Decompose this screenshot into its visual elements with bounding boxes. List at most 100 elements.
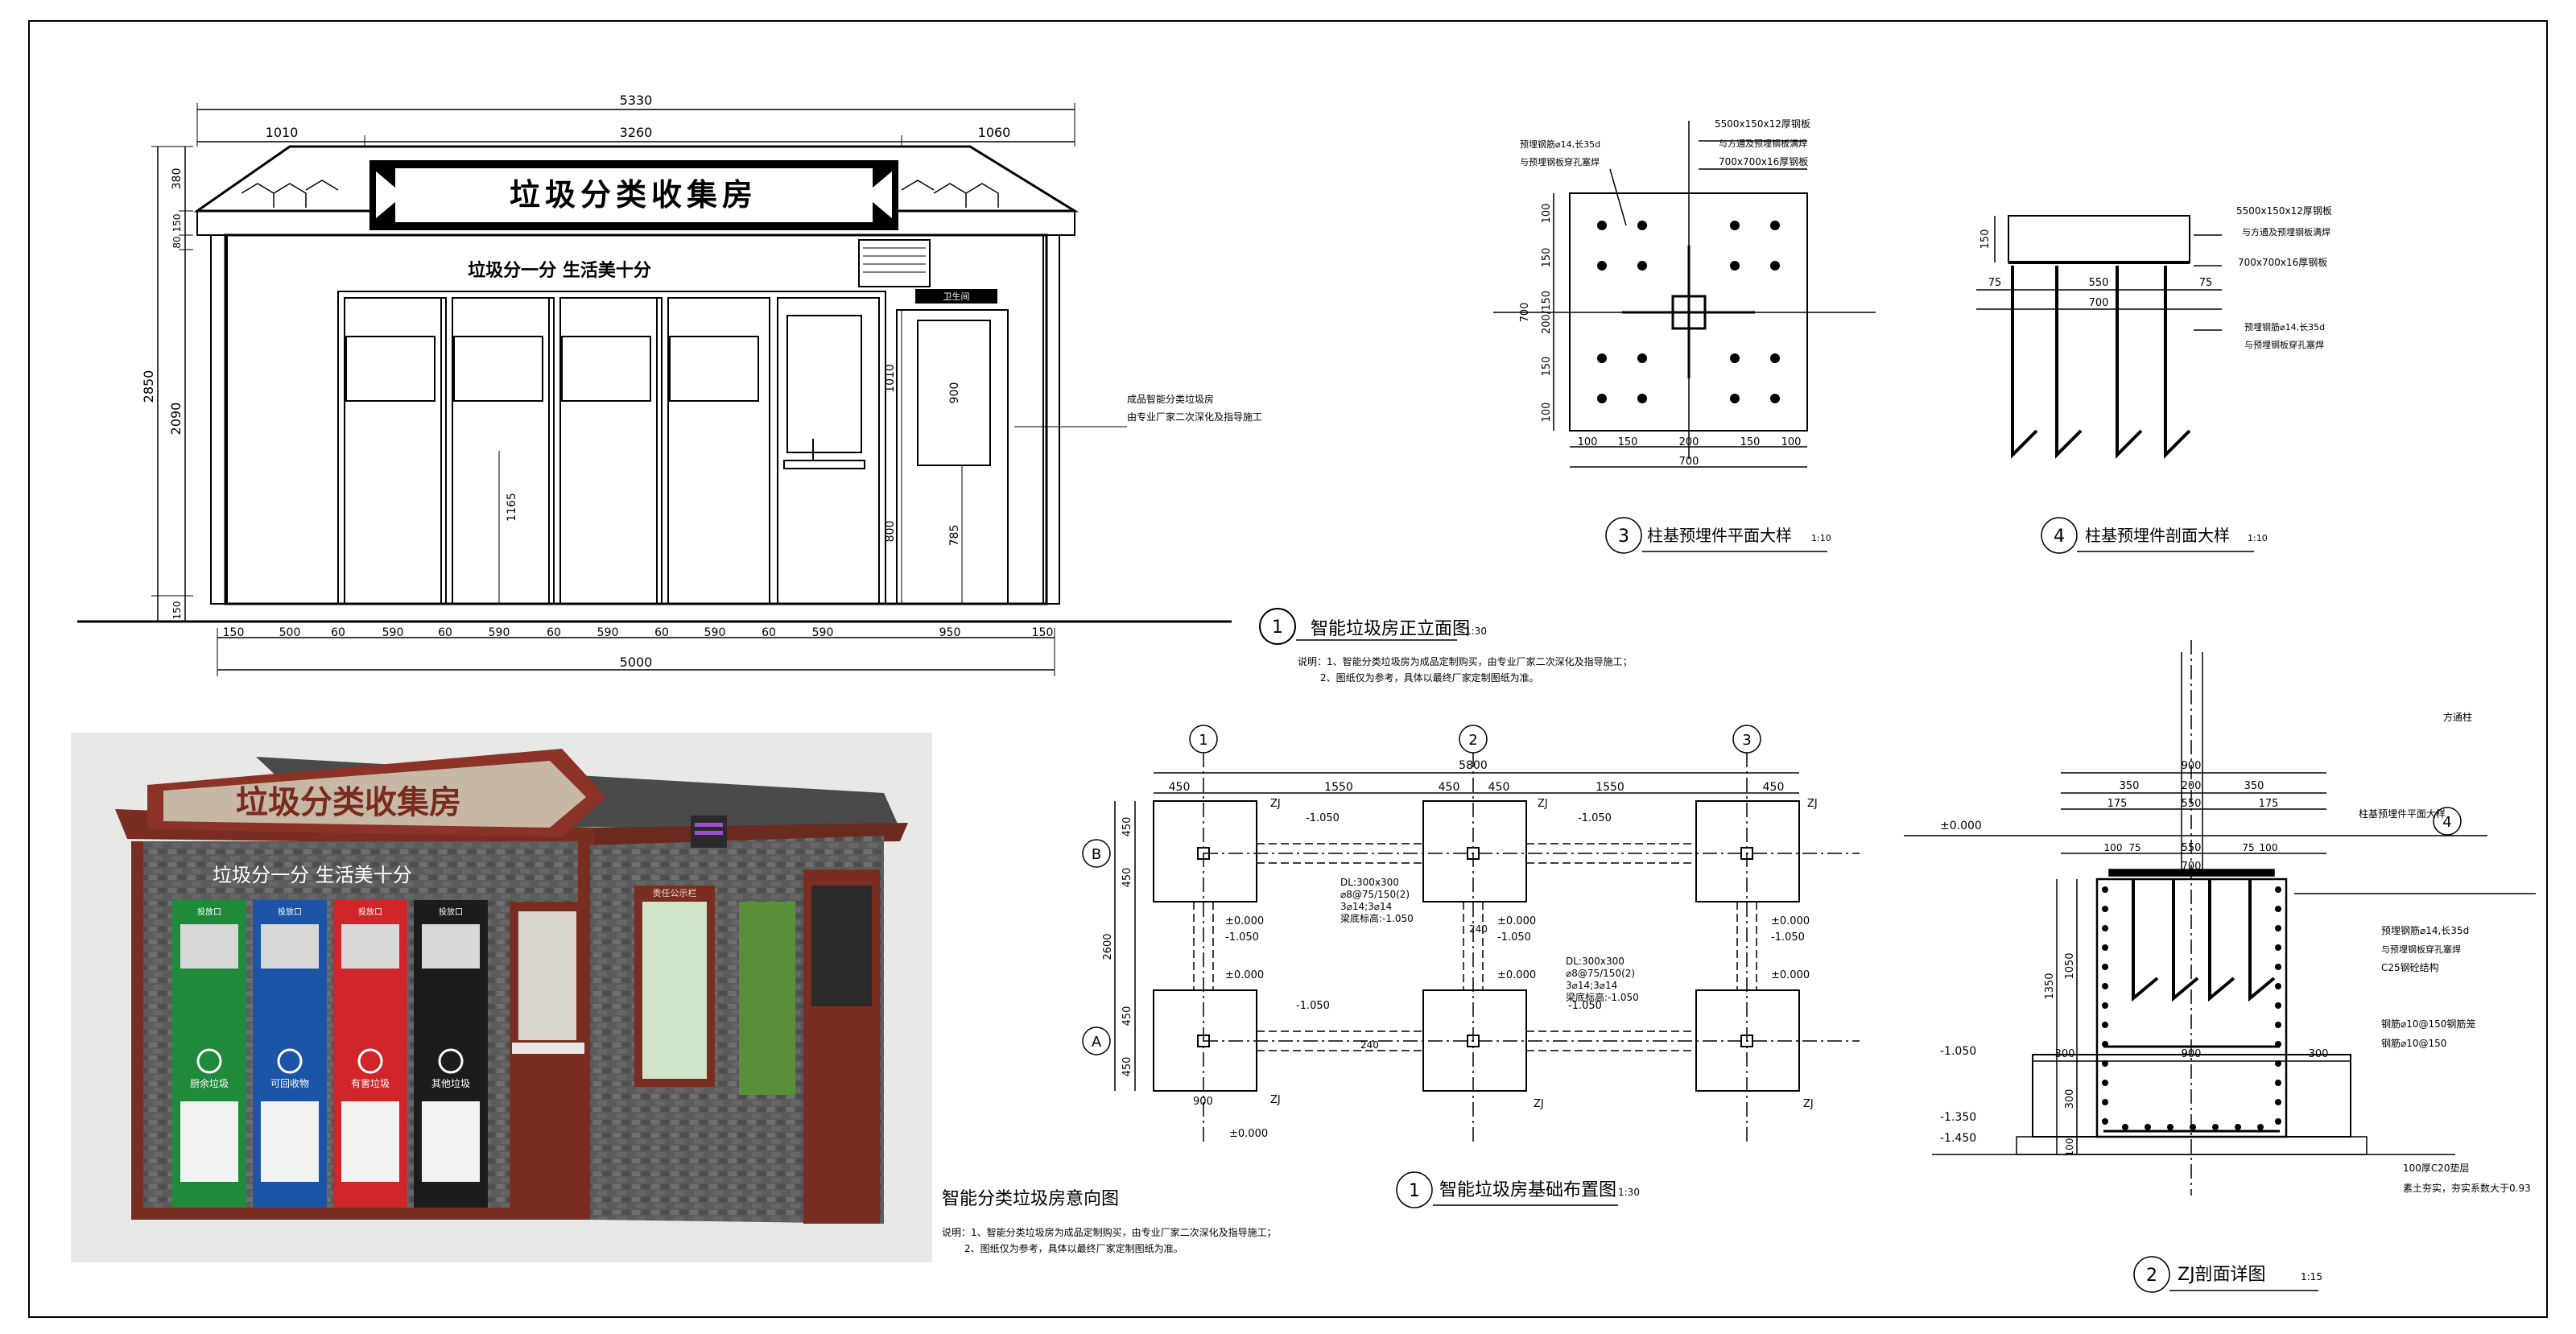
elevation-texts: 垃圾分类收集房 垃圾分一分 生活美十分 5330 1010 3260 1060 … xyxy=(141,93,1633,684)
dim-bottom-1: 500 xyxy=(279,626,301,639)
zj-dim-top-5: 550 xyxy=(2182,798,2202,810)
render-sign-title: 垃圾分类收集房 xyxy=(236,784,461,821)
render-bin-label: 可回收物 xyxy=(270,1078,309,1089)
zj-label-cushion: 100厚C20垫层 xyxy=(2403,1162,2470,1174)
zj-detail-drawing xyxy=(1904,640,2536,1293)
rebar-dot xyxy=(1770,353,1780,363)
rebar-dot xyxy=(1597,261,1607,271)
elevation-caption-scale: 1:30 xyxy=(1465,626,1487,637)
section-label-top-plate-note: 与方通及预埋钢板满焊 xyxy=(2242,226,2330,237)
section-dim-h: 150 xyxy=(1979,229,1992,250)
fdn-level-9: ±0.000 xyxy=(1771,915,1810,927)
plan-label-bar: 预埋钢筋⌀14,长35d xyxy=(1520,138,1600,150)
fdn-dim-top-3: 450 xyxy=(1488,781,1510,794)
rebar-dot xyxy=(1637,353,1647,363)
zj-dim-v-0: 1350 xyxy=(2044,973,2056,999)
rebar-dot xyxy=(1730,261,1740,271)
section-label-bottom-plate: 700x700x16厚钢板 xyxy=(2238,257,2327,268)
rebar-dot xyxy=(1637,261,1647,271)
render-remark-1: 2、图纸仅为参考，具体以最终厂家定制图纸为准。 xyxy=(964,1242,1183,1254)
zj-rebar-dot xyxy=(2122,1124,2128,1130)
dim-bottom-6: 60 xyxy=(547,626,561,639)
zj-rebar-dots xyxy=(2102,886,2281,1130)
render-bin-chart xyxy=(180,1101,238,1182)
plan-label-bottom-plate: 700x700x16厚钢板 xyxy=(1719,156,1808,167)
embed-plan-texts: 5500x150x12厚钢板 与方通及预埋钢板满焊 700x700x16厚钢板 … xyxy=(1519,118,1831,547)
elevation-caption-num: 1 xyxy=(1272,617,1283,638)
render-bin-chart xyxy=(261,1101,319,1182)
rebar-dot xyxy=(1730,353,1740,363)
render-bin-screen xyxy=(422,924,480,968)
zj-rebar-dot xyxy=(2275,983,2281,989)
section-caption-text: 柱基预埋件剖面大样 xyxy=(2085,526,2230,545)
section-label-top-plate: 5500x150x12厚钢板 xyxy=(2236,205,2332,217)
zj-caption-text: ZJ剖面详图 xyxy=(2178,1265,2266,1285)
zj-rebar-dot xyxy=(2102,944,2108,951)
zj-rebar-dot xyxy=(2275,944,2281,951)
zj-caption-num: 2 xyxy=(2146,1266,2157,1286)
plan-dim-h-4: 100 xyxy=(1781,436,1802,448)
dim-top-right: 1060 xyxy=(978,125,1011,140)
render-bin-top-label: 投放口 xyxy=(197,907,221,917)
dim-bottom-0: 150 xyxy=(223,626,245,639)
zj-dim-top-1: 350 xyxy=(2120,780,2140,792)
plan-dim-v-4: 100 xyxy=(1541,403,1553,423)
dim-bottom-8: 60 xyxy=(654,626,669,639)
plan-caption-text: 柱基预埋件平面大样 xyxy=(1647,526,1792,545)
elevation-caption-text: 智能垃圾房正立面图 xyxy=(1311,619,1470,639)
zj-rebar-dot xyxy=(2102,1041,2108,1047)
zj-level-1350: -1.350 xyxy=(1940,1111,1976,1124)
render-bin-top-label: 投放口 xyxy=(358,907,382,917)
render-remark-0: 说明：1、智能分类垃圾房为成品定制购买，由专业厂家二次深化及指导施工； xyxy=(942,1226,1277,1238)
dim-top-total: 5330 xyxy=(620,93,653,108)
zj-rebar-dot xyxy=(2212,1124,2219,1130)
fdn-dim-left-4: 450 xyxy=(1121,1057,1133,1077)
zj-label-column: 方通柱 xyxy=(2443,711,2472,723)
render-bin-top-label: 投放口 xyxy=(439,907,463,917)
bin-symbol-icon xyxy=(196,1048,222,1074)
zj-label-bar-note: 与预埋钢板穿孔塞焊 xyxy=(2381,944,2461,955)
fdn-zj-6: ZJ xyxy=(1803,1098,1814,1110)
fdn-beam-dl: DL:300x300 xyxy=(1340,877,1399,888)
zj-rebar-dot xyxy=(2275,1002,2281,1009)
section-caption-num: 4 xyxy=(2054,527,2065,547)
zj-rebar-dot xyxy=(2145,1124,2151,1130)
plan-caption-scale: 1:10 xyxy=(1811,533,1831,543)
plan-dim-v-total: 700 xyxy=(1519,303,1531,323)
section-dim-w-total: 700 xyxy=(2089,297,2109,309)
zj-rebar-dot xyxy=(2275,886,2281,893)
plan-dim-h-1: 150 xyxy=(1618,436,1638,448)
zj-level-0: ±0.000 xyxy=(1940,820,1982,832)
render-bin-screen xyxy=(180,924,238,968)
zj-rebar-dot xyxy=(2102,1099,2108,1105)
zj-rebar-dot xyxy=(2102,1118,2108,1125)
render-caption: 智能分类垃圾房意向图 xyxy=(942,1189,1119,1209)
fdn-level-14: ±0.000 xyxy=(1229,1128,1268,1140)
dim-bottom-7: 590 xyxy=(597,626,619,639)
elevation-slogan: 垃圾分一分 生活美十分 xyxy=(468,260,651,281)
zj-rebar-dot xyxy=(2275,1118,2281,1125)
plan-dim-h-total: 700 xyxy=(1679,456,1699,468)
zj-dim-top-9: 550 xyxy=(2182,842,2202,854)
fdn-dim-top-4: 1550 xyxy=(1596,781,1624,794)
zj-dim-top-10: 75 xyxy=(2242,842,2254,853)
zj-dim-v-2: 300 xyxy=(2064,1089,2076,1109)
fdn-beam2-s2: 3⌀14;3⌀14 xyxy=(1566,980,1617,991)
elevation-note-0: 成品智能分类垃圾房 xyxy=(1127,393,1214,405)
zj-rebar-dot xyxy=(2102,1060,2108,1067)
elevation-drawing xyxy=(77,103,1457,676)
zj-rebar-dot xyxy=(2102,1002,2108,1009)
rebar-dot xyxy=(1637,394,1647,403)
render-bin-label: 其他垃圾 xyxy=(431,1077,470,1089)
zj-rebar-dot xyxy=(2102,964,2108,970)
zj-rebar-dot xyxy=(2275,964,2281,970)
fdn-level-12: ±0.000 xyxy=(1497,969,1536,981)
section-dim-w-0: 75 xyxy=(1988,277,2002,289)
zj-dim-top-3: 350 xyxy=(2244,780,2264,792)
fdn-beam-s1: ⌀8@75/150(2) xyxy=(1340,889,1410,900)
fdn-dim-left-3: 450 xyxy=(1121,1006,1133,1026)
dim-top-left: 1010 xyxy=(266,125,299,140)
embed-section-drawing xyxy=(1976,215,2254,554)
